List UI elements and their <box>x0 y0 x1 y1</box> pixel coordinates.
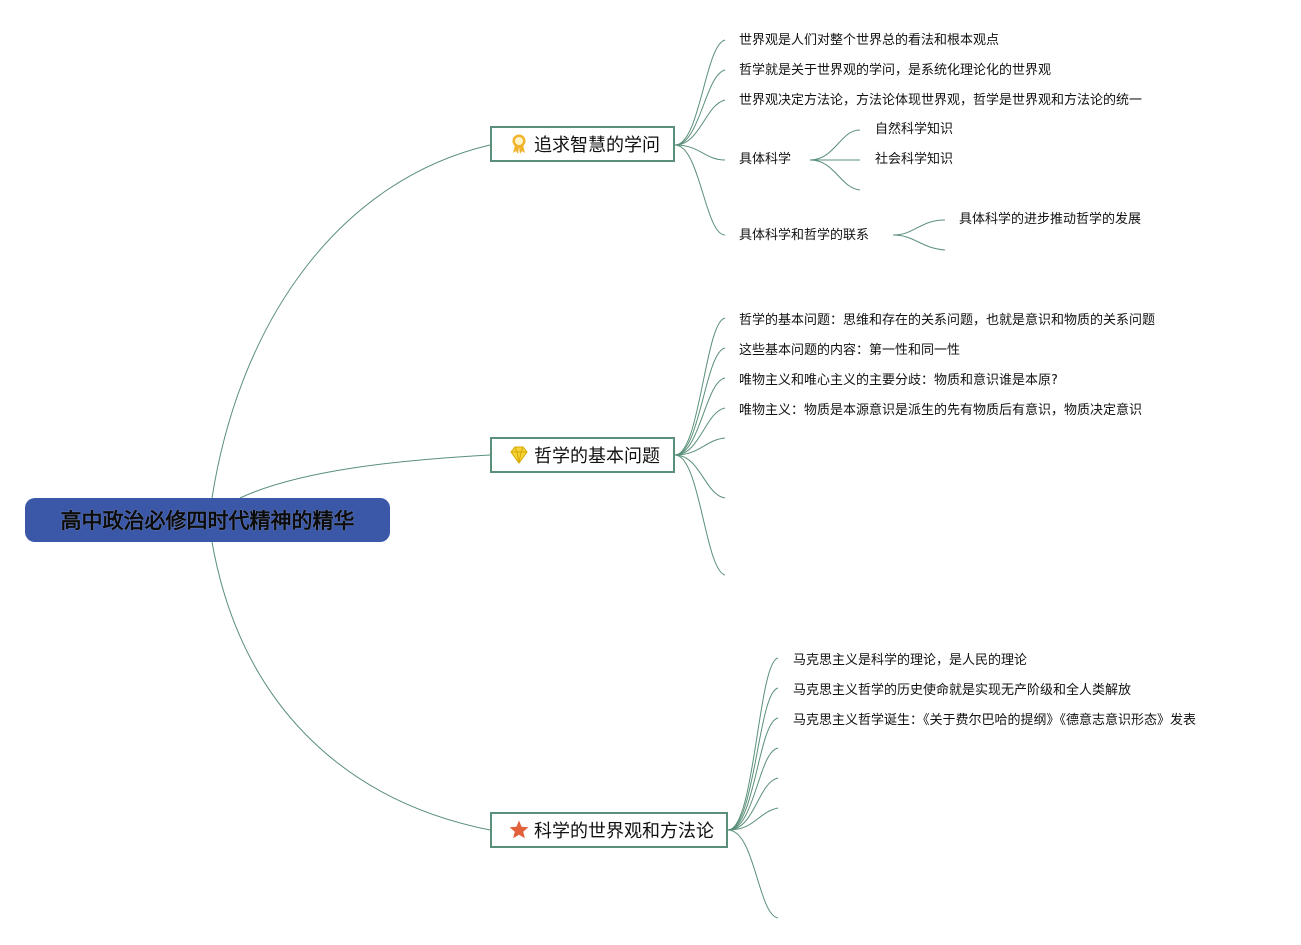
branch-label: 追求智慧的学问 <box>534 135 660 156</box>
branch-basic-question[interactable]: 哲学的基本问题 <box>490 437 675 473</box>
ribbon-medal-icon <box>508 133 530 155</box>
sub-topic[interactable]: 社会科学知识 <box>875 152 954 167</box>
central-topic-label: 高中政治必修四时代精神的精华 <box>60 509 355 533</box>
leaf-topic[interactable]: 马克思主义哲学诞生：《关于费尔巴哈的提纲》《德意志意识形态》发表 <box>793 713 1197 728</box>
leaf-topic[interactable]: 马克思主义哲学的历史使命就是实现无产阶级和全人类解放 <box>793 683 1132 698</box>
sub-topic[interactable]: 具体科学的进步推动哲学的发展 <box>959 212 1142 227</box>
sub-topic[interactable]: 自然科学知识 <box>875 122 954 137</box>
leaf-topic[interactable]: 唯物主义和唯心主义的主要分歧：物质和意识谁是本原? <box>739 373 1058 388</box>
branch-scientific-worldview[interactable]: 科学的世界观和方法论 <box>490 812 728 848</box>
leaf-topic[interactable]: 唯物主义：物质是本源意识是派生的先有物质后有意识，物质决定意识 <box>739 403 1143 418</box>
branch-label: 哲学的基本问题 <box>534 446 660 467</box>
star-icon <box>508 819 530 841</box>
leaf-topic[interactable]: 哲学的基本问题：思维和存在的关系问题，也就是意识和物质的关系问题 <box>739 313 1156 328</box>
leaf-topic-science-philosophy-link[interactable]: 具体科学和哲学的联系 <box>739 228 870 243</box>
leaf-topic[interactable]: 哲学就是关于世界观的学问，是系统化理论化的世界观 <box>739 63 1052 78</box>
branch-wisdom[interactable]: 追求智慧的学问 <box>490 126 675 162</box>
branch-label: 科学的世界观和方法论 <box>534 821 714 842</box>
leaf-topic[interactable]: 这些基本问题的内容：第一性和同一性 <box>739 343 961 358</box>
leaf-topic[interactable]: 马克思主义是科学的理论，是人民的理论 <box>793 653 1028 668</box>
diamond-icon <box>508 444 530 466</box>
leaf-topic[interactable]: 世界观决定方法论，方法论体现世界观，哲学是世界观和方法论的统一 <box>739 93 1143 108</box>
leaf-topic[interactable]: 世界观是人们对整个世界总的看法和根本观点 <box>739 33 1000 48</box>
leaf-topic-specific-science[interactable]: 具体科学 <box>739 152 792 167</box>
central-topic[interactable]: 高中政治必修四时代精神的精华 <box>25 498 390 542</box>
